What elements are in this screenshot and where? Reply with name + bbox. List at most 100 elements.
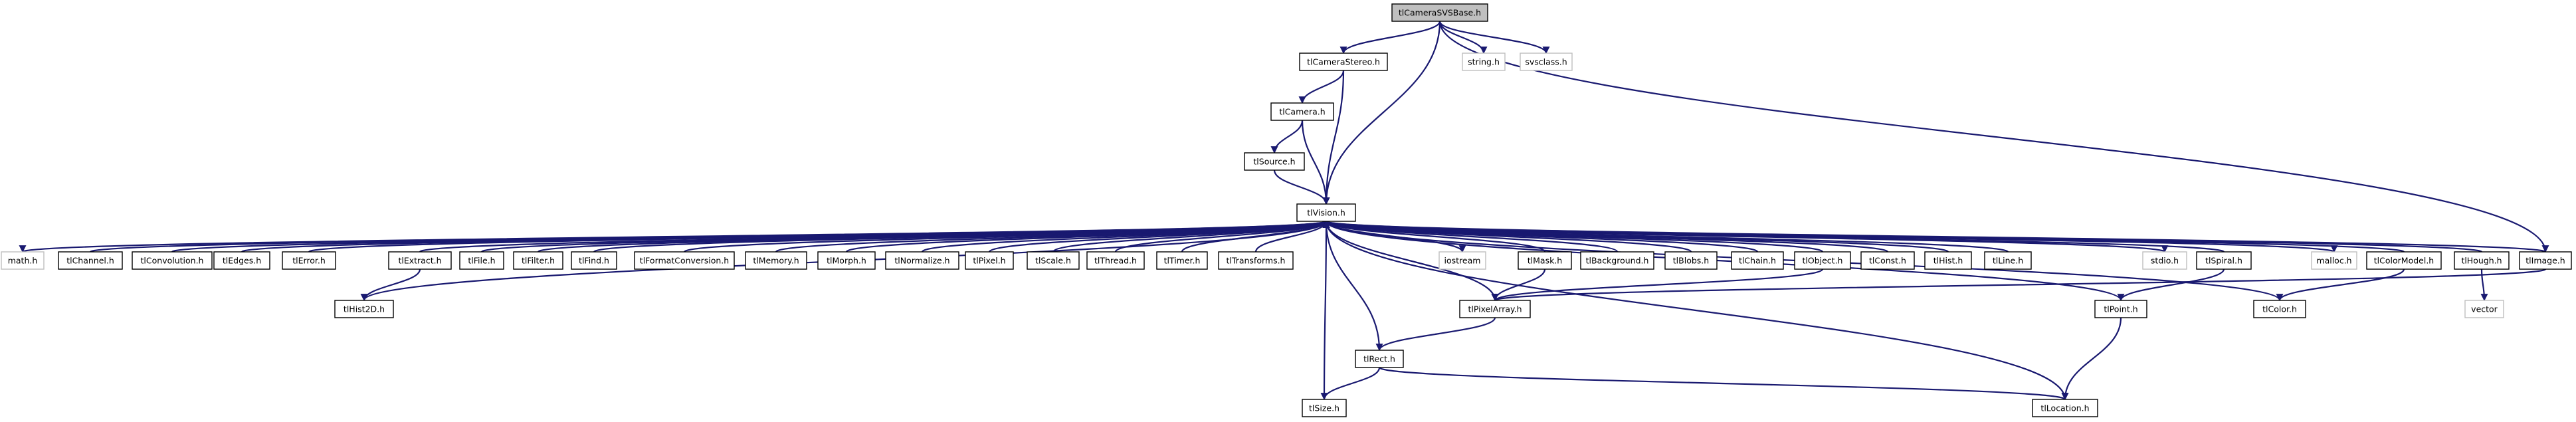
node-box <box>1302 399 1347 417</box>
node-label: tlError.h <box>292 256 326 266</box>
node-label: tlSpiral.h <box>2205 256 2242 266</box>
node-label: tlConst.h <box>1869 256 1906 266</box>
node-label: tlRect.h <box>1363 354 1395 364</box>
node-tlpixel-h[interactable]: tlPixel.h <box>965 251 1014 270</box>
node-tlfind-h[interactable]: tlFind.h <box>571 251 617 270</box>
node-box <box>1924 251 1972 270</box>
node-label: tlHist2D.h <box>344 304 385 314</box>
node-tlsource-h[interactable]: tlSource.h <box>1244 152 1305 171</box>
node-tlconvolution-h[interactable]: tlConvolution.h <box>132 251 213 270</box>
edge-tlcamera-h-to-tlsource-h <box>1270 120 1304 154</box>
node-box <box>2366 251 2442 270</box>
node-label: tlEdges.h <box>223 256 261 266</box>
node-math-h: math.h <box>1 251 45 270</box>
node-box <box>1296 203 1356 222</box>
node-string-h: string.h <box>1462 53 1506 71</box>
node-label: tlCameraSVSBase.h <box>1399 8 1481 18</box>
edge-tlcamerasvsbase-h-to-svsclass-h <box>1438 21 1550 54</box>
node-label: vector <box>2471 304 2498 314</box>
node-tlvision-h[interactable]: tlVision.h <box>1296 203 1356 222</box>
node-label: malloc.h <box>2316 256 2351 266</box>
node-tledges-h[interactable]: tlEdges.h <box>213 251 270 270</box>
node-label: tlMask.h <box>1528 256 1562 266</box>
node-svsclass-h: svsclass.h <box>1520 53 1573 71</box>
edge-tlpixelarray-h-to-tlvision-h <box>1322 220 1496 301</box>
edge-tlsize-h-to-tlvision-h <box>1322 220 1330 400</box>
node-box <box>1156 251 1208 270</box>
node-tlbackground-h[interactable]: tlBackground.h <box>1580 251 1654 270</box>
node-label: tlPixelArray.h <box>1468 304 1522 314</box>
node-box <box>334 300 394 318</box>
edge-tlpoint-h-to-tllocation-h <box>2061 317 2122 401</box>
node-tlline-h[interactable]: tlLine.h <box>1984 251 2032 270</box>
node-stdio-h: stdio.h <box>2142 251 2187 270</box>
node-tlblobs-h[interactable]: tlBlobs.h <box>1664 251 1718 270</box>
node-tlchannel-h[interactable]: tlChannel.h <box>58 251 123 270</box>
node-tlfilter-h[interactable]: tlFilter.h <box>513 251 563 270</box>
edge-tlcamerasvsbase-h-to-tlcamerastereo-h <box>1339 21 1441 54</box>
node-box <box>1794 251 1851 270</box>
node-tlhist2d-h[interactable]: tlHist2D.h <box>334 300 394 318</box>
node-iostream: iostream <box>1438 251 1486 270</box>
node-tltimer-h[interactable]: tlTimer.h <box>1156 251 1208 270</box>
node-label: math.h <box>8 256 38 266</box>
node-tlconst-h[interactable]: tlConst.h <box>1860 251 1915 270</box>
node-label: tlFile.h <box>468 256 495 266</box>
node-label: svsclass.h <box>1525 57 1567 67</box>
node-vector: vector <box>2464 300 2504 318</box>
node-tlextract-h[interactable]: tlExtract.h <box>388 251 452 270</box>
node-box <box>132 251 213 270</box>
node-tlfile-h[interactable]: tlFile.h <box>459 251 504 270</box>
node-label: tlColorModel.h <box>2374 256 2434 266</box>
node-tlrect-h[interactable]: tlRect.h <box>1355 350 1404 368</box>
node-label: tlFormatConversion.h <box>640 256 729 266</box>
node-tlhough-h[interactable]: tlHough.h <box>2454 251 2510 270</box>
node-tlmemory-h[interactable]: tlMemory.h <box>745 251 807 270</box>
node-label: tlThread.h <box>1094 256 1137 266</box>
node-tlerror-h[interactable]: tlError.h <box>282 251 336 270</box>
node-box <box>571 251 617 270</box>
node-tlmask-h[interactable]: tlMask.h <box>1518 251 1572 270</box>
node-box <box>2464 300 2504 318</box>
node-tlhist-h[interactable]: tlHist.h <box>1924 251 1972 270</box>
node-tlobject-h[interactable]: tlObject.h <box>1794 251 1851 270</box>
node-box <box>282 251 336 270</box>
node-box <box>513 251 563 270</box>
node-tlscale-h[interactable]: tlScale.h <box>1027 251 1080 270</box>
node-box <box>1462 53 1506 71</box>
node-tlsize-h[interactable]: tlSize.h <box>1302 399 1347 417</box>
node-box <box>1438 251 1486 270</box>
node-box <box>1218 251 1294 270</box>
node-tlcamerastereo-h[interactable]: tlCameraStereo.h <box>1299 53 1388 71</box>
node-tlcolormodel-h[interactable]: tlColorModel.h <box>2366 251 2442 270</box>
node-label: tlScale.h <box>1035 256 1071 266</box>
node-tlcolor-h[interactable]: tlColor.h <box>2253 300 2306 318</box>
edge-tlobject-h-to-tlpixelarray-h <box>1491 268 1824 302</box>
node-label: tlHist.h <box>1933 256 1963 266</box>
node-label: tlPixel.h <box>973 256 1005 266</box>
node-box <box>1 251 45 270</box>
node-box <box>1518 251 1572 270</box>
node-tlspiral-h[interactable]: tlSpiral.h <box>2196 251 2252 270</box>
node-box <box>58 251 123 270</box>
node-tlnormalize-h[interactable]: tlNormalize.h <box>885 251 959 270</box>
node-box <box>2454 251 2510 270</box>
node-label: tlImage.h <box>2526 256 2565 266</box>
node-tlchain-h[interactable]: tlChain.h <box>1731 251 1784 270</box>
node-box <box>634 251 735 270</box>
node-tltransforms-h[interactable]: tlTransforms.h <box>1218 251 1294 270</box>
node-tlmorph-h[interactable]: tlMorph.h <box>817 251 876 270</box>
node-tlimage-h[interactable]: tlImage.h <box>2519 251 2572 270</box>
node-tlpoint-h[interactable]: tlPoint.h <box>2094 300 2147 318</box>
node-tlformatconversion-h[interactable]: tlFormatConversion.h <box>634 251 735 270</box>
node-tlpixelarray-h[interactable]: tlPixelArray.h <box>1459 300 1531 318</box>
node-tllocation-h[interactable]: tlLocation.h <box>2032 399 2098 417</box>
edge-tlsource-h-to-tlvision-h <box>1273 169 1330 205</box>
node-label: tlSize.h <box>1309 403 1339 413</box>
node-tlthread-h[interactable]: tlThread.h <box>1086 251 1145 270</box>
node-box <box>213 251 270 270</box>
node-tlcamera-h[interactable]: tlCamera.h <box>1270 102 1334 121</box>
node-box <box>459 251 504 270</box>
node-tlcamerasvsbase-h[interactable]: tlCameraSVSBase.h <box>1391 3 1488 22</box>
